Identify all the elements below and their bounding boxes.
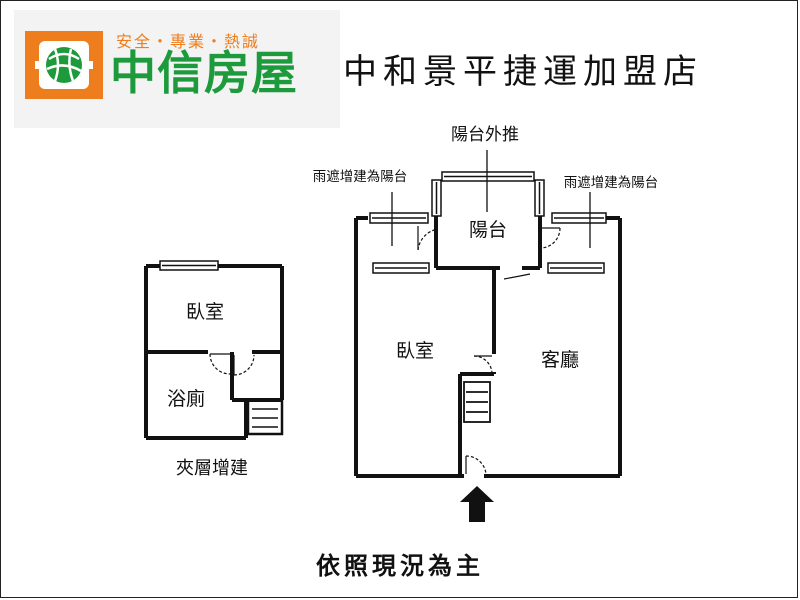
balcony-pushout-note: 陽台外推 [451,125,519,145]
balcony-label: 陽台 [469,219,507,241]
bathroom-label: 浴廁 [167,387,205,410]
mezzanine-door [209,353,255,376]
rain-cover-note-left: 雨遮增建為陽台 [313,169,408,185]
living-room-windows [547,212,607,274]
mezzanine-bedroom-label: 臥室 [186,301,224,323]
living-room-label: 客廳 [541,349,579,371]
footer-note: 依照現況為主 [316,551,484,580]
rain-cover-note-right: 雨遮增建為陽台 [564,175,659,191]
main-floor-plan: 陽台外推 雨遮增建為陽台 雨遮增建為陽台 陽台 臥室 客廳 [313,125,659,478]
bedroom-label: 臥室 [396,340,434,362]
mezzanine-caption: 夾層增建 [176,458,248,479]
annotation-leaders [391,150,591,248]
mezzanine-plan: 臥室 浴廁 夾層增建 [144,260,284,479]
main-stairs [463,381,491,423]
door-swings [417,226,561,475]
mezzanine-window [159,260,219,271]
globe-in-door-logo [25,31,103,99]
store-title: 中和景平捷運加盟店 [343,52,703,92]
balcony-window [431,171,545,217]
arrow-up-icon [460,486,494,522]
brand-tagline: 安全・專業・熱誠 [116,32,261,51]
bedroom-windows [369,212,430,274]
brand-name: 中信房屋 [110,46,298,100]
mezzanine-stairs [252,408,278,428]
